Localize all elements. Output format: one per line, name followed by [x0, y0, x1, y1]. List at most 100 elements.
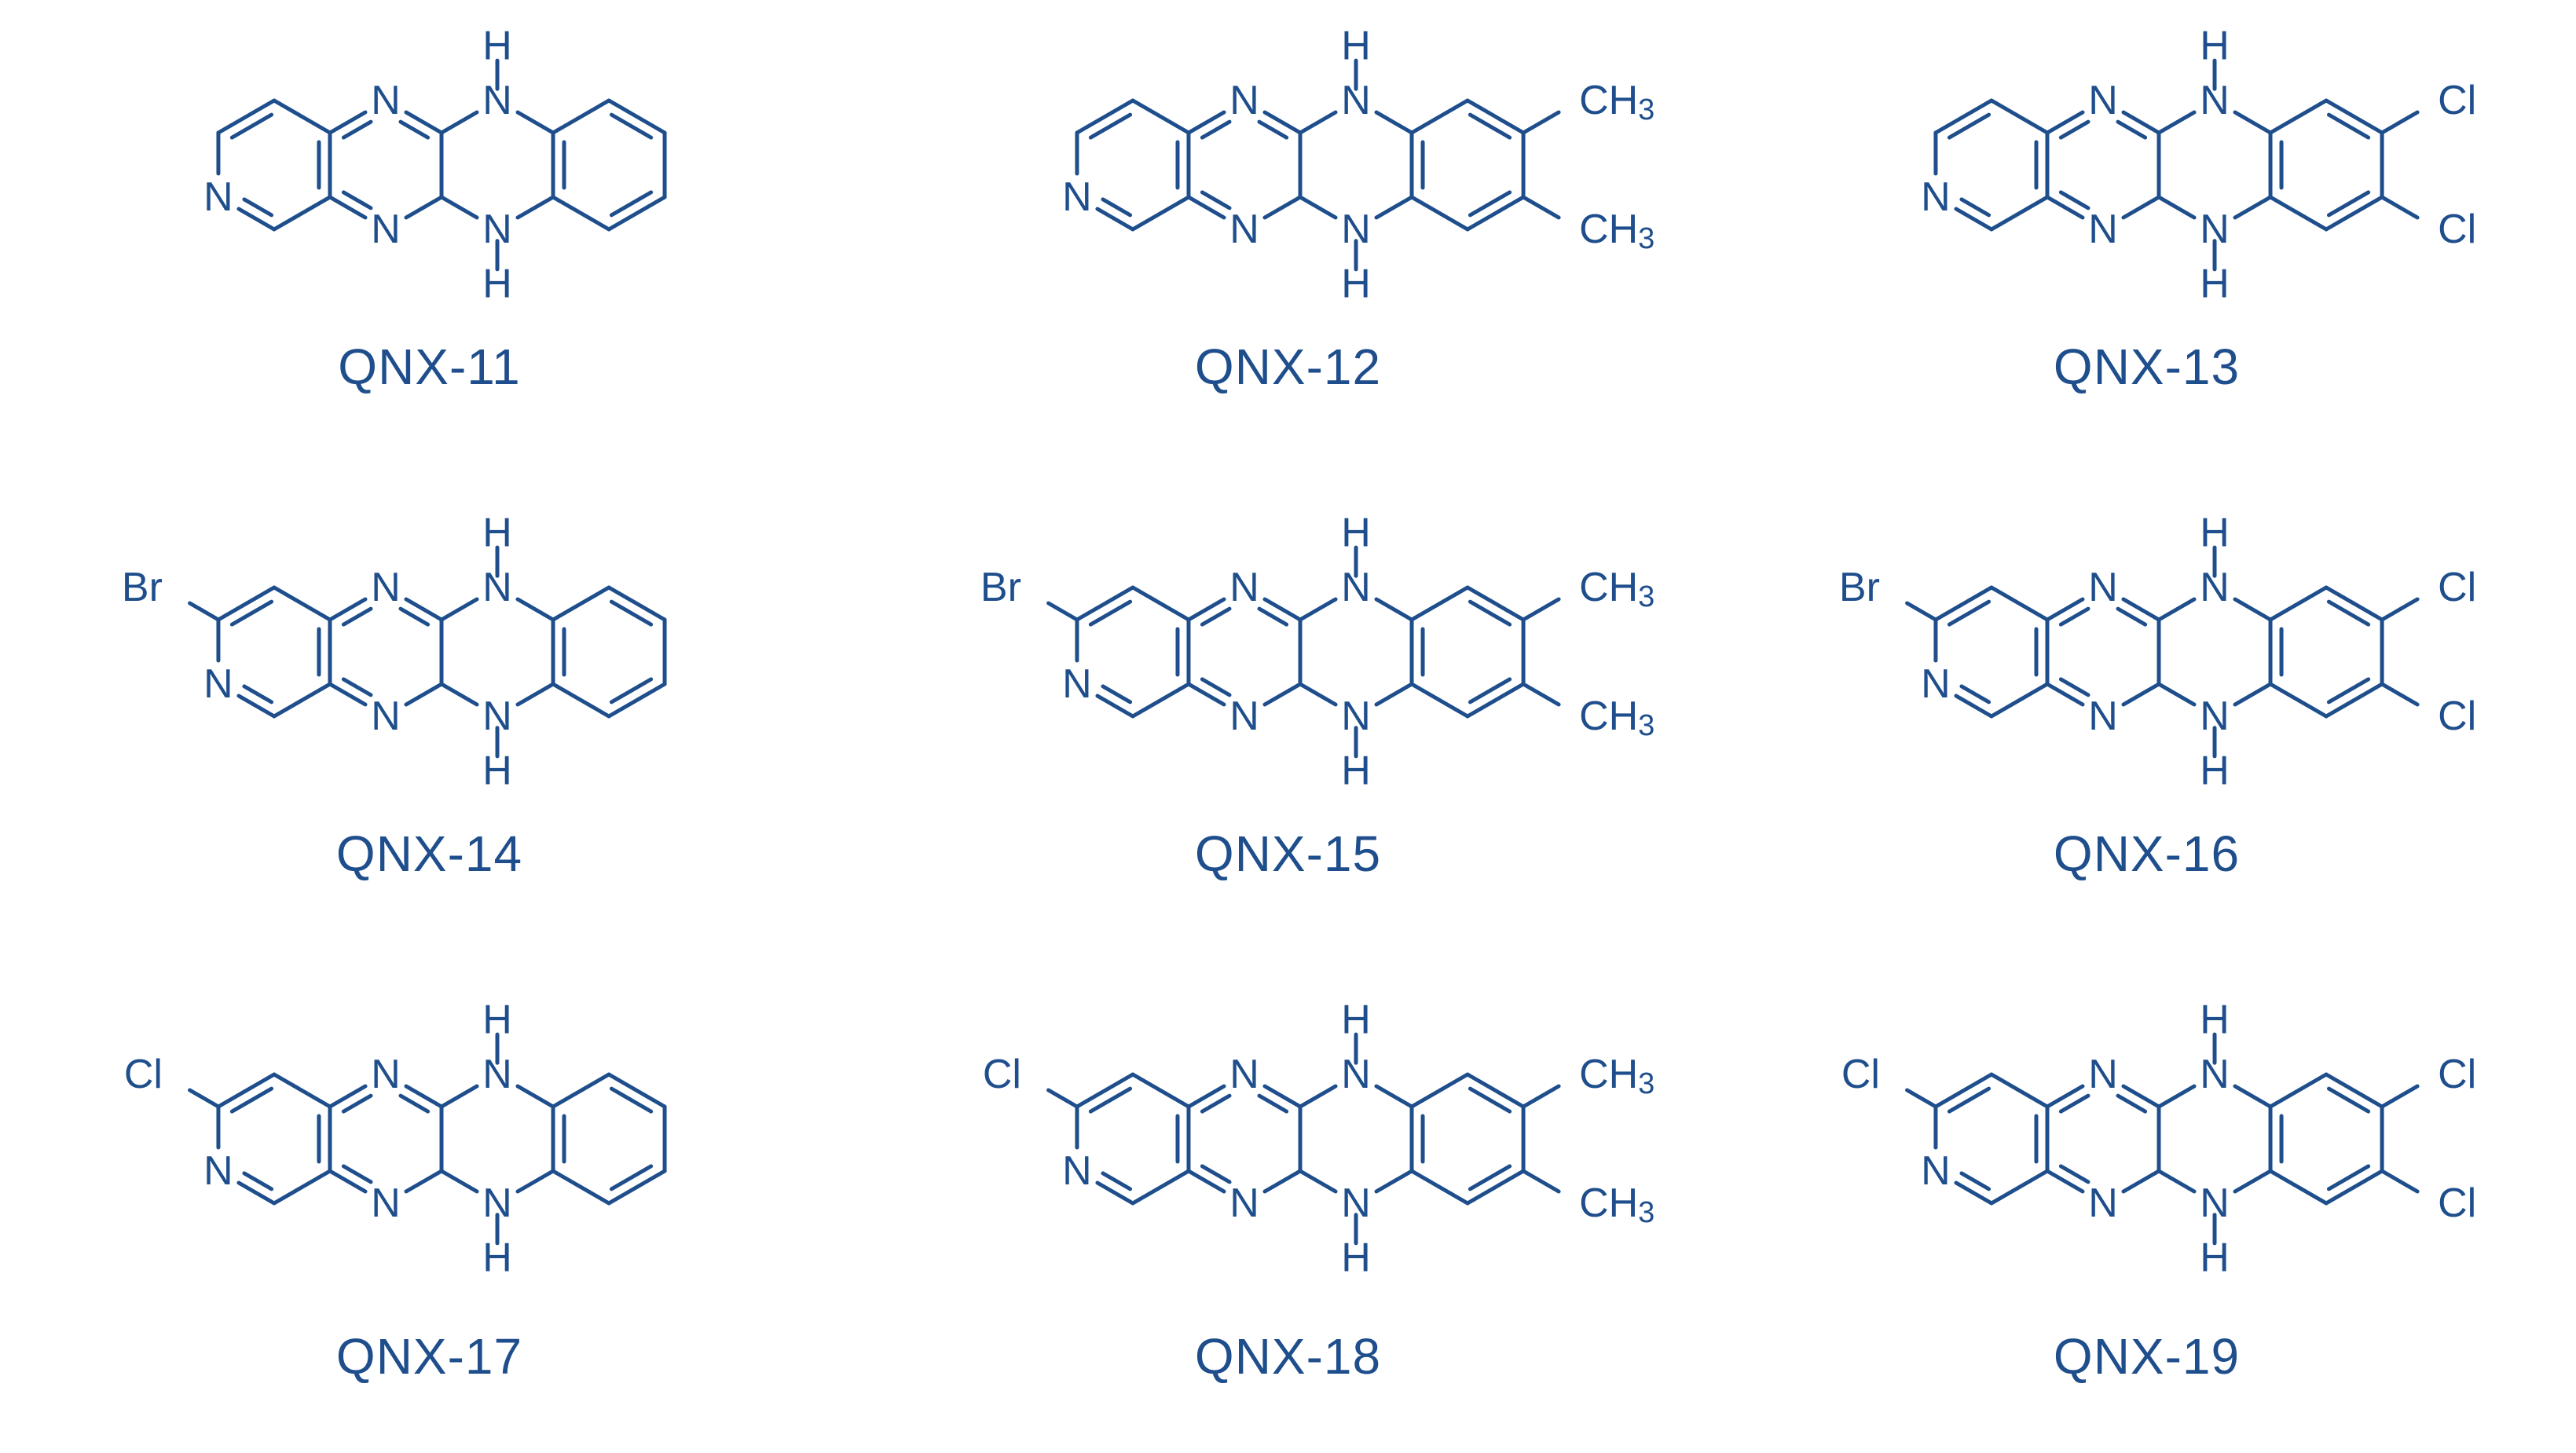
bond [1130, 682, 1191, 719]
pyridine-nitrogen-label: N [1062, 174, 1092, 220]
pyrazine-nitrogen-bottom-label: N [371, 1180, 401, 1226]
pyrazine-nitrogen-bottom-label: N [371, 207, 401, 252]
double-bond-line [2116, 119, 2148, 140]
pyridine-nitrogen-label: N [1921, 1148, 1951, 1194]
pyridine-substituent-label: Cl [124, 1052, 163, 1097]
substituent-bond [2380, 1084, 2420, 1109]
pyrazine-nitrogen-top-label: N [2088, 78, 2118, 123]
double-bond-line [2058, 1093, 2090, 1114]
bond [1989, 1169, 2050, 1206]
pyridine-nitrogen-label: N [1062, 1148, 1092, 1194]
bond [1298, 682, 1338, 707]
bond [1933, 98, 1994, 135]
double-bond-line [2058, 677, 2090, 697]
bond [1186, 110, 1226, 135]
bond [272, 195, 332, 232]
bond [2156, 682, 2197, 707]
bond [1262, 1169, 1303, 1194]
double-bond-line [2326, 1164, 2371, 1191]
pyrazine-nitrogen-top-label: N [1229, 565, 1259, 610]
compound-label: QNX-17 [335, 1328, 523, 1385]
pyridine-nitrogen-label: N [1921, 174, 1951, 220]
bond [2121, 1084, 2161, 1109]
double-bond-line [1101, 684, 1133, 705]
benzo-substituent-bottom-label: CH3 [1579, 1180, 1654, 1229]
bond [328, 597, 368, 622]
bond [1298, 597, 1338, 622]
pyrazine-nitrogen-bottom-label: N [1229, 694, 1259, 739]
compound-label: QNX-15 [1194, 825, 1382, 882]
bond [2324, 1072, 2384, 1109]
bond [1130, 1169, 1191, 1206]
pyridine-substituent-label: Cl [1841, 1052, 1880, 1097]
bond [2045, 1169, 2085, 1194]
bond [2233, 682, 2273, 707]
pyrazine-nitrogen-top-label: N [2088, 1052, 2118, 1097]
double-bond-line [1947, 599, 1992, 627]
double-bond-line [1200, 190, 1232, 210]
pyridine-nitrogen-label: N [203, 1148, 233, 1194]
bond [606, 585, 667, 622]
double-bond-line [398, 606, 431, 627]
bond [1130, 1072, 1191, 1109]
double-bond-line [1088, 599, 1133, 627]
pyrazine-nitrogen-bottom-label: N [1229, 207, 1259, 252]
bond [2156, 1084, 2197, 1109]
bond [551, 1169, 611, 1206]
double-bond-line [1200, 1164, 1232, 1184]
bond [272, 682, 332, 719]
substituent-bond [1521, 597, 1561, 622]
bond [2268, 195, 2329, 232]
bond [551, 195, 611, 232]
bond [272, 585, 332, 622]
double-bond-line [2326, 677, 2371, 705]
substituent-bond [1521, 195, 1561, 220]
double-bond-line [609, 599, 654, 627]
double-bond-line [1257, 606, 1289, 627]
double-bond-line [1959, 684, 1992, 705]
bond [2121, 110, 2161, 135]
pyrazine-nitrogen-bottom-label: N [2088, 1180, 2118, 1226]
bond [216, 585, 277, 622]
bond [1130, 585, 1191, 622]
bond [1374, 195, 1414, 220]
bond [439, 1169, 479, 1194]
bond [1186, 682, 1226, 707]
bond [2233, 110, 2273, 135]
double-bond-line [1959, 197, 1992, 218]
benzo-substituent-top-label: CH3 [1579, 1052, 1654, 1100]
double-bond-line [341, 606, 373, 627]
bond [1186, 1084, 1226, 1109]
bond [2268, 1169, 2329, 1206]
bond [2324, 195, 2384, 232]
bond [1186, 597, 1226, 622]
double-bond-line [1468, 190, 1512, 218]
bond [2268, 98, 2329, 135]
bond [2233, 195, 2273, 220]
bond [1989, 585, 2050, 622]
substituent-bond [1521, 682, 1561, 707]
bond [2045, 110, 2085, 135]
double-bond-line [1088, 1086, 1133, 1114]
substituent-bond [188, 601, 221, 622]
double-bond-line [2326, 1086, 2371, 1114]
compound-label: QNX-14 [335, 825, 523, 882]
bond [1465, 1169, 1526, 1206]
double-bond-line [1088, 112, 1133, 140]
double-bond-line [341, 190, 373, 210]
double-bond-line [609, 677, 654, 705]
bond [328, 682, 368, 707]
pyrazine-nitrogen-top-label: N [371, 78, 401, 123]
pyrazine-nitrogen-top-label: N [1229, 1052, 1259, 1097]
bond [2045, 195, 2085, 220]
